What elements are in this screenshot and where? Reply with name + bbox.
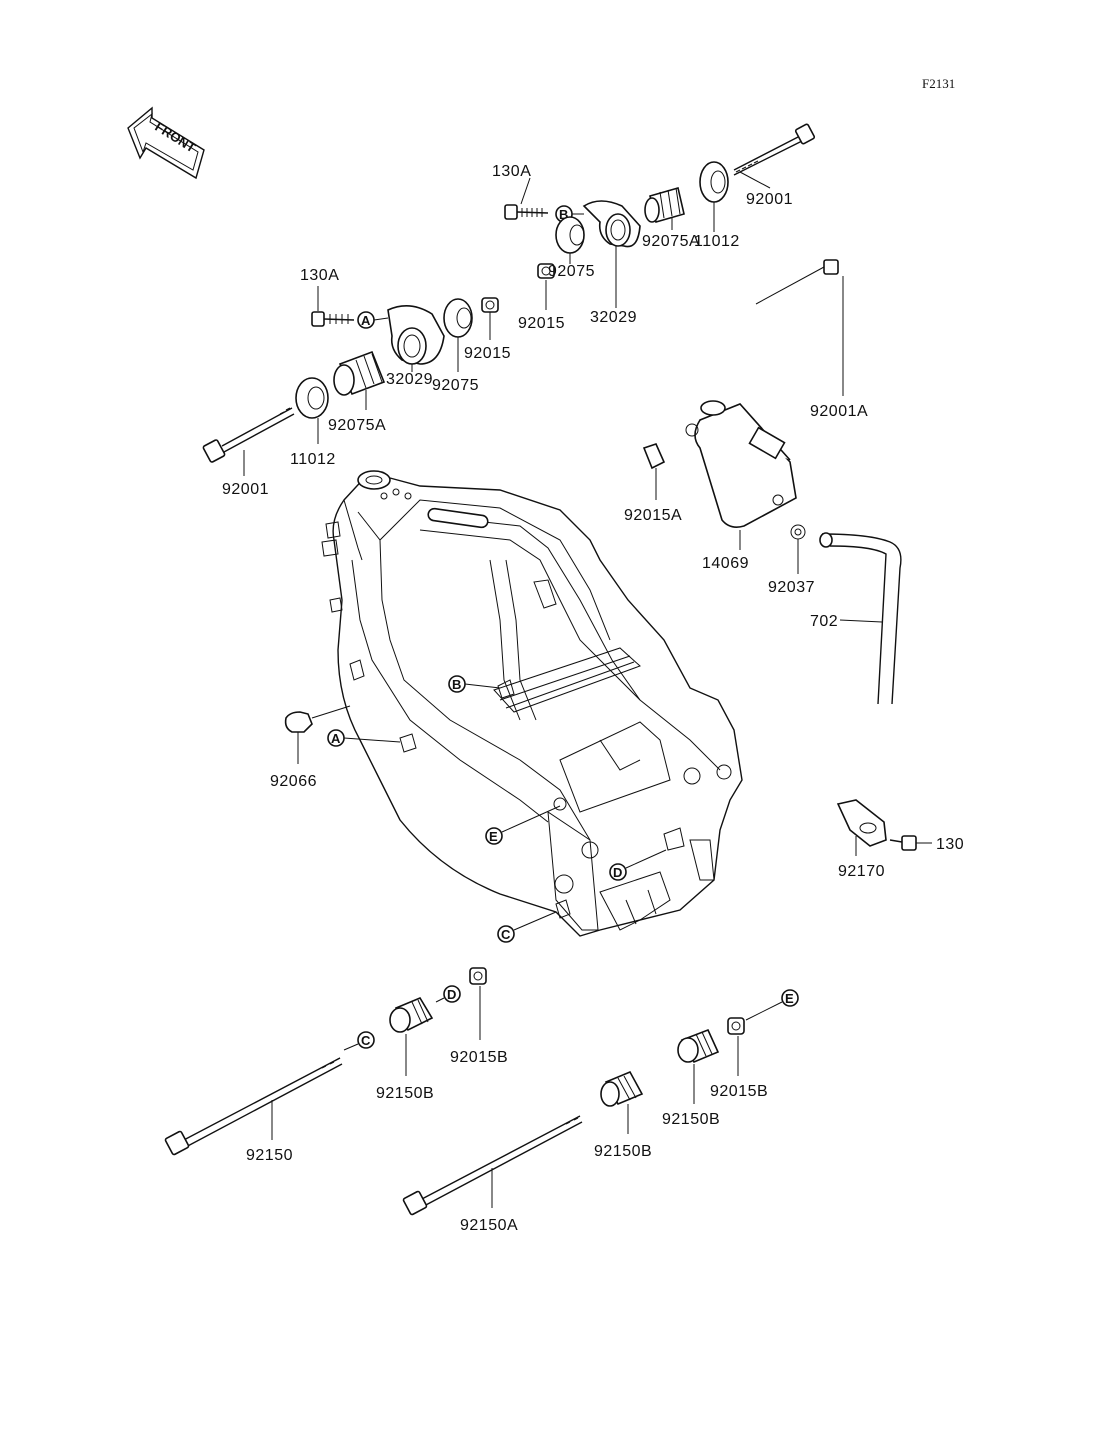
label-92150b-right: 92150B: [662, 1111, 720, 1128]
callout-c-frame-letter: C: [501, 927, 511, 942]
label-92150b-mid: 92150B: [594, 1143, 652, 1160]
callout-d-bottom: [443, 985, 461, 1003]
label-92150b-left: 92150B: [376, 1085, 434, 1102]
clamp-92037: [790, 524, 806, 574]
label-92066: 92066: [270, 773, 317, 790]
left-mount-group: A: [202, 286, 499, 476]
label-92015-top: 92015: [518, 315, 565, 332]
label-32029-top: 32029: [590, 309, 637, 326]
bracket-32029-top: [582, 200, 641, 248]
label-130: 130: [936, 836, 964, 853]
callout-e-bottom-letter: E: [785, 991, 794, 1006]
label-92001a: 92001A: [810, 403, 868, 420]
collar-92075a-left: [333, 350, 386, 396]
label-11012-top: 11012: [694, 233, 740, 250]
front-arrow-icon: FRONT: [127, 106, 205, 180]
callout-d-frame-letter: D: [613, 865, 622, 880]
label-92015a: 92015A: [624, 507, 682, 524]
label-92015b-right: 92015B: [710, 1083, 768, 1100]
callout-c-frame: [497, 925, 515, 943]
label-92015b-left: 92015B: [450, 1049, 508, 1066]
reservoir-14069: [685, 400, 797, 550]
clip-92015a: [642, 443, 666, 500]
front-label: FRONT: [152, 119, 198, 155]
label-92075a-left: 92075A: [328, 417, 386, 434]
callout-e-bottom: [781, 989, 799, 1007]
reservoir-group: [642, 259, 902, 705]
label-92015-left: 92015: [464, 345, 511, 362]
collar-92075a-top: [644, 186, 685, 224]
nut-92015-top: [537, 263, 555, 279]
label-14069: 14069: [702, 555, 749, 572]
bolt-92001a: [755, 259, 844, 396]
label-130a-top: 130A: [492, 163, 531, 180]
bolt-130a-top: [504, 204, 549, 220]
label-130a-left: 130A: [300, 267, 339, 284]
label-92037: 92037: [768, 579, 815, 596]
bracket-32029-left: [387, 305, 445, 365]
bolt-92001-top: [733, 123, 816, 176]
rubber-92075-left: [443, 298, 473, 338]
part-labels: 130A 92001 11012 92075A 92075 32029 9201…: [222, 163, 964, 1234]
callout-b-frame-letter: B: [452, 677, 461, 692]
top-mount-group: B: [504, 123, 816, 310]
bottom-left-mount: C D: [164, 967, 487, 1156]
label-702: 702: [810, 613, 838, 630]
label-32029-left: 32029: [386, 371, 433, 388]
main-frame: [321, 470, 743, 937]
label-92075-top: 92075: [548, 263, 595, 280]
callout-e-frame: [485, 827, 503, 845]
washer-11012-left: [295, 377, 329, 419]
callout-a-frame-letter: A: [331, 731, 341, 746]
callout-d-bottom-letter: D: [447, 987, 456, 1002]
label-11012-left: 11012: [290, 451, 336, 468]
plug-92066: [284, 705, 351, 764]
bolt-92001-left: [202, 407, 295, 463]
callout-c-bottom-letter: C: [361, 1033, 371, 1048]
bolt-130a-left: [311, 311, 355, 327]
label-92150: 92150: [246, 1147, 293, 1164]
callout-a-left-letter: A: [361, 313, 371, 328]
rubber-92075-top: [555, 216, 585, 254]
bracket-92170: [836, 799, 887, 856]
callout-e-frame-letter: E: [489, 829, 498, 844]
nut-92015-left: [481, 297, 499, 313]
label-92170: 92170: [838, 863, 885, 880]
callout-d-frame: [609, 863, 627, 881]
figure-code: F2131: [922, 76, 955, 91]
bottom-right-mount: E: [402, 989, 799, 1216]
washer-11012-top: [699, 161, 729, 203]
frame-callouts: B A E D C: [327, 675, 667, 943]
callout-b-top-letter: B: [559, 207, 568, 222]
label-92001-top: 92001: [746, 191, 793, 208]
callout-c-bottom: [357, 1031, 375, 1049]
bolt-130: [889, 835, 932, 851]
label-92075-left: 92075: [432, 377, 479, 394]
label-92001-left: 92001: [222, 481, 269, 498]
label-92075a-top: 92075A: [642, 233, 700, 250]
label-92150a: 92150A: [460, 1217, 518, 1234]
hose-702: [819, 532, 902, 705]
